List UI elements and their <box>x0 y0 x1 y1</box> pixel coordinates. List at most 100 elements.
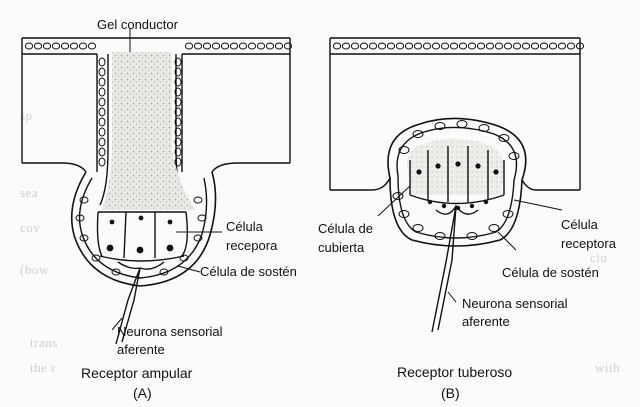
epidermal-cell <box>395 42 405 50</box>
canal-wall-cell <box>174 97 182 107</box>
canal-wall-cell <box>174 67 182 77</box>
epidermal-cell <box>359 42 369 50</box>
epidermal-cell <box>69 42 79 50</box>
canal-wall-cell <box>98 67 106 77</box>
label-gel-conductor: Gel conductor <box>97 17 178 32</box>
epidermal-cell <box>78 42 88 50</box>
leader-neuron-b <box>447 291 457 303</box>
panel-a-letter: (A) <box>133 385 152 401</box>
receptor-nucleus <box>435 163 441 169</box>
cover-cell <box>498 134 510 142</box>
epidermal-cell <box>530 42 540 50</box>
cover-cell <box>412 130 424 138</box>
epidermal-cell <box>422 42 432 50</box>
cover-cell <box>478 124 490 132</box>
receptor-nucleus <box>138 215 144 221</box>
epidermal-cell <box>566 42 576 50</box>
epidermal-cell <box>87 42 97 50</box>
receptor-nucleus <box>493 169 499 175</box>
epidermal-cell <box>368 42 378 50</box>
support-cell <box>111 268 121 276</box>
cover-cell <box>392 192 404 200</box>
support-cell <box>197 214 207 222</box>
synapse-dot <box>136 246 144 254</box>
leader-lines <box>111 28 563 331</box>
epidermal-cell <box>274 42 284 50</box>
support-cell <box>75 214 85 222</box>
label-cover-cell-line2: cubierta <box>318 240 365 255</box>
label-cover-cell-line1: Célula de <box>318 221 373 236</box>
panel-b-letter: (B) <box>441 385 460 401</box>
cover-cell <box>508 152 520 160</box>
epidermal-cell <box>404 42 414 50</box>
epidermal-cell <box>60 42 70 50</box>
label-neuron-a-line2: aferente <box>117 342 165 357</box>
epidermal-cell <box>449 42 459 50</box>
epidermal-cell <box>193 42 203 50</box>
canal-wall-cell <box>98 127 106 137</box>
cover-cell <box>502 210 514 218</box>
epidermal-cell <box>440 42 450 50</box>
canal-wall-cell <box>98 97 106 107</box>
canal-wall-cell <box>98 77 106 87</box>
epidermal-cell <box>431 42 441 50</box>
epidermal-cell <box>184 42 194 50</box>
panel-a-title: Receptor ampular <box>81 365 193 381</box>
receptor-nucleus <box>109 219 115 225</box>
synapse-dot <box>455 205 461 211</box>
receptor-nucleus <box>167 219 173 225</box>
epidermal-cell <box>539 42 549 50</box>
epidermal-cell <box>494 42 504 50</box>
leader-cover-b <box>377 185 411 217</box>
epidermal-cell <box>220 42 230 50</box>
epidermal-cell <box>377 42 387 50</box>
epidermal-cell <box>33 42 43 50</box>
canal-wall-cell <box>98 57 106 67</box>
cover-cell <box>488 224 500 232</box>
epidermal-cell <box>557 42 567 50</box>
leader-support-b <box>497 231 517 251</box>
epidermal-cell <box>51 42 61 50</box>
support-cell <box>159 268 169 276</box>
label-receptor-cell-b-line2: receptora <box>561 236 616 251</box>
support-cell <box>91 254 101 262</box>
epidermal-cell <box>350 42 360 50</box>
canal-wall-cell <box>174 87 182 97</box>
canal-wall-cell <box>98 137 106 147</box>
epidermal-cell <box>265 42 275 50</box>
epidermal-cell <box>503 42 513 50</box>
epidermal-cell <box>476 42 486 50</box>
receptor-nucleus <box>455 161 461 167</box>
epidermal-cell <box>413 42 423 50</box>
label-support-cell-b: Célula de sostén <box>502 265 599 280</box>
receptor-nucleus <box>475 163 481 169</box>
cover-cell <box>434 122 446 130</box>
epidermal-cell <box>283 42 293 50</box>
canal-wall-cell <box>98 117 106 127</box>
receptor-nucleus <box>416 169 422 175</box>
tuberous-receptor <box>329 37 581 333</box>
epidermal-cell <box>247 42 257 50</box>
canal-wall-cell <box>98 157 106 167</box>
epidermal-cell <box>386 42 396 50</box>
epidermal-cell <box>467 42 477 50</box>
epidermal-cell <box>211 42 221 50</box>
canal-wall-cell <box>174 57 182 67</box>
epidermal-cell <box>42 42 52 50</box>
canal-wall-cell <box>98 147 106 157</box>
canal-wall-cell <box>174 77 182 87</box>
label-support-cell-a: Célula de sostén <box>200 264 297 279</box>
label-neuron-b-line2: aferente <box>462 314 510 329</box>
canal-wall-cell <box>174 137 182 147</box>
cover-cell <box>434 232 446 240</box>
panel-b-title: Receptor tuberoso <box>397 364 513 380</box>
support-cell <box>179 254 189 262</box>
label-neuron-b-line1: Neurona sensorial <box>462 296 568 311</box>
cover-cell <box>466 232 478 240</box>
label-receptor-cell-a-line2: recepora <box>226 238 278 253</box>
epidermal-cell <box>341 42 351 50</box>
cover-cell <box>456 120 468 128</box>
epidermal-cell <box>202 42 212 50</box>
